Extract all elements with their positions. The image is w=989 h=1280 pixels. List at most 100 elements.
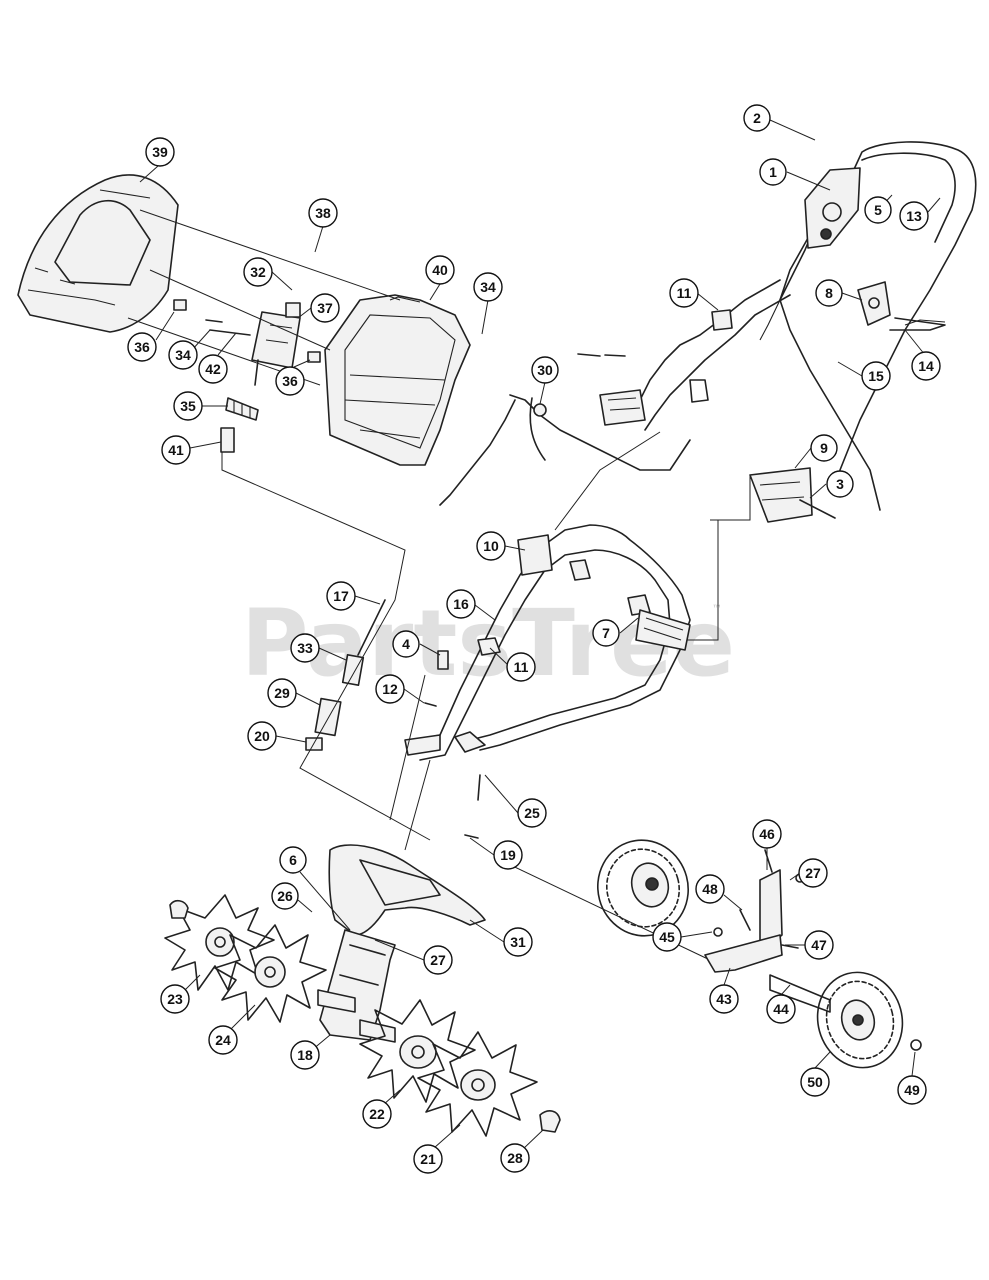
- handle-dash-2: [554, 431, 661, 531]
- svg-text:36: 36: [134, 339, 150, 355]
- callout-37: 37: [297, 293, 340, 323]
- transmission-part: [317, 929, 396, 1043]
- svg-text:26: 26: [277, 888, 293, 904]
- callout-50: 50: [800, 1051, 831, 1097]
- callout-19: 19: [469, 837, 523, 870]
- callout-23: 23: [160, 974, 201, 1014]
- callout-30: 30: [531, 356, 559, 405]
- callout-47: 47: [785, 930, 834, 960]
- callout-44: 44: [766, 984, 796, 1024]
- svg-text:45: 45: [659, 929, 675, 945]
- callout-26: 26: [271, 882, 313, 913]
- callout-5: 5: [864, 194, 893, 224]
- svg-text:8: 8: [825, 285, 833, 301]
- mid-handle-part: [577, 279, 791, 431]
- wheel-bracket-part: [704, 849, 922, 1051]
- svg-text:22: 22: [369, 1106, 385, 1122]
- callout-4: 4: [392, 630, 441, 658]
- svg-text:27: 27: [430, 952, 446, 968]
- callout-24: 24: [208, 1004, 256, 1055]
- callout-32: 32: [243, 257, 293, 291]
- tine-assembly-24: [214, 924, 327, 1023]
- svg-text:7: 7: [602, 625, 610, 641]
- svg-text:27: 27: [805, 865, 821, 881]
- callout-45: 45: [652, 922, 713, 952]
- handle-bracket-part: [857, 281, 946, 331]
- svg-text:41: 41: [168, 442, 184, 458]
- callout-22: 22: [362, 1089, 401, 1129]
- svg-text:1: 1: [769, 164, 777, 180]
- bolt-part: [209, 329, 251, 336]
- callout-11-upper: 11: [669, 278, 719, 311]
- callout-40: 40: [425, 255, 455, 301]
- grommet-part: [173, 299, 187, 311]
- callout-1: 1: [759, 158, 831, 191]
- callout-10: 10: [476, 531, 526, 561]
- svg-text:14: 14: [918, 358, 934, 374]
- callout-25: 25: [484, 774, 547, 828]
- svg-text:36: 36: [282, 373, 298, 389]
- svg-text:38: 38: [315, 205, 331, 221]
- callout-48: 48: [695, 874, 743, 911]
- svg-text:19: 19: [500, 847, 516, 863]
- grommet-part-2: [307, 351, 321, 363]
- motor-cover-part: [17, 174, 179, 333]
- callout-16: 16: [446, 589, 496, 621]
- callout-21: 21: [413, 1124, 461, 1174]
- callout-28: 28: [500, 1129, 544, 1173]
- svg-text:3: 3: [836, 476, 844, 492]
- screw-part: [205, 319, 223, 323]
- callout-39: 39: [139, 137, 175, 183]
- callout-14: 14: [904, 329, 941, 381]
- svg-text:17: 17: [333, 588, 349, 604]
- svg-text:4: 4: [402, 636, 410, 652]
- switch-cable-part: [439, 394, 691, 506]
- callout-12: 12: [375, 674, 425, 704]
- svg-text:48: 48: [702, 881, 718, 897]
- lower-handle-part: [404, 524, 691, 761]
- callout-43: 43: [709, 967, 739, 1014]
- svg-text:34: 34: [480, 279, 496, 295]
- svg-text:18: 18: [297, 1047, 313, 1063]
- callout-9: 9: [794, 434, 838, 469]
- svg-text:46: 46: [759, 826, 775, 842]
- svg-text:42: 42: [205, 361, 221, 377]
- callout-11-lower: 11: [489, 647, 536, 682]
- callout-49: 49: [897, 1051, 927, 1105]
- callout-35: 35: [173, 391, 228, 421]
- upper-handle-part: [759, 141, 977, 511]
- callout-8: 8: [815, 279, 863, 307]
- lower-bracket-part: [749, 467, 836, 523]
- svg-text:2: 2: [753, 110, 761, 126]
- svg-text:37: 37: [317, 300, 333, 316]
- callout-31: 31: [469, 919, 533, 957]
- svg-text:32: 32: [250, 264, 266, 280]
- callout-34-right: 34: [473, 272, 503, 335]
- callout-27-left: 27: [374, 939, 453, 975]
- callout-7: 7: [592, 617, 639, 647]
- svg-text:44: 44: [773, 1001, 789, 1017]
- motor-housing-part: [324, 294, 471, 466]
- svg-text:9: 9: [820, 440, 828, 456]
- svg-text:43: 43: [716, 991, 732, 1007]
- svg-text:23: 23: [167, 991, 183, 1007]
- svg-text:24: 24: [215, 1032, 231, 1048]
- callout-36-right: 36: [275, 359, 311, 396]
- svg-text:11: 11: [514, 659, 529, 675]
- tine-shield-part: [328, 844, 486, 936]
- callout-17: 17: [326, 581, 381, 611]
- svg-text:30: 30: [537, 362, 553, 378]
- svg-text:16: 16: [453, 596, 469, 612]
- callout-33: 33: [290, 633, 347, 663]
- callout-29: 29: [267, 678, 321, 708]
- callout-18: 18: [290, 1034, 331, 1070]
- svg-text:11: 11: [677, 285, 692, 301]
- fan-part: [225, 397, 259, 421]
- wheel-right-part: [816, 971, 904, 1069]
- tine-assembly-22: [359, 999, 476, 1103]
- svg-text:21: 21: [420, 1151, 436, 1167]
- svg-text:20: 20: [254, 728, 270, 744]
- coupler-part: [220, 427, 235, 453]
- svg-text:35: 35: [180, 398, 196, 414]
